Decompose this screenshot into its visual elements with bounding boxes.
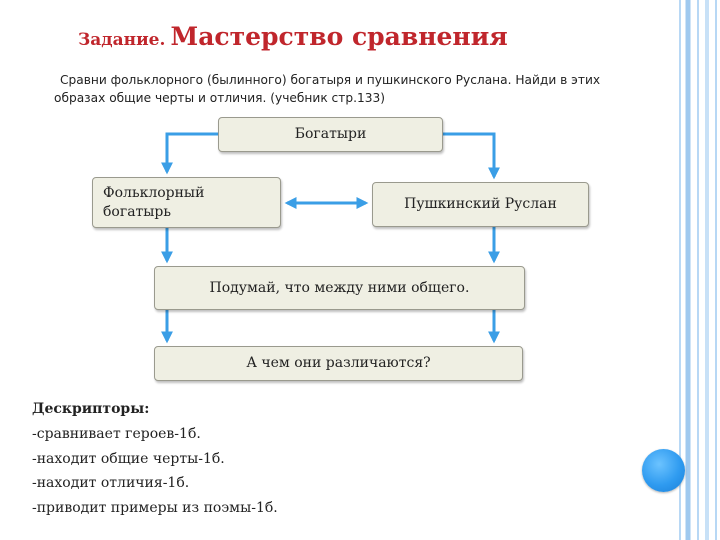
descriptors-list: Дескрипторы: -сравнивает героев-1б. -нах… xyxy=(32,396,278,520)
descriptor-item: -находит отличия-1б. xyxy=(32,475,190,491)
arrow-top-to-folk xyxy=(161,132,218,175)
slide-border-decoration xyxy=(676,0,720,540)
blue-circle-decoration xyxy=(642,449,685,492)
title-prefix: Задание. xyxy=(78,30,166,50)
box-differences: А чем они различаются? xyxy=(154,346,523,381)
descriptor-item: -сравнивает героев-1б. xyxy=(32,426,201,442)
descriptor-item: -приводит примеры из поэмы-1б. xyxy=(32,499,278,516)
task-text: Сравни фольклорного (былинного) богатыря… xyxy=(54,73,601,105)
folk-line-1: Фольклорный xyxy=(103,185,205,201)
descriptors-heading: Дескрипторы: xyxy=(32,401,150,417)
title-main: Мастерство сравнения xyxy=(170,22,508,51)
box-folk-bogatyr: Фольклорный богатырь xyxy=(92,177,281,228)
folk-line-2: богатырь xyxy=(103,204,172,220)
slide-title: Задание. Мастерство сравнения xyxy=(78,22,508,51)
descriptor-item: -находит общие черты-1б. xyxy=(32,450,225,467)
box-pushkin-ruslan: Пушкинский Руслан xyxy=(372,182,589,227)
box-bogatyri: Богатыри xyxy=(218,117,443,152)
arrow-top-to-pushkin xyxy=(443,132,500,180)
box-common-traits: Подумай, что между ними общего. xyxy=(154,266,525,310)
